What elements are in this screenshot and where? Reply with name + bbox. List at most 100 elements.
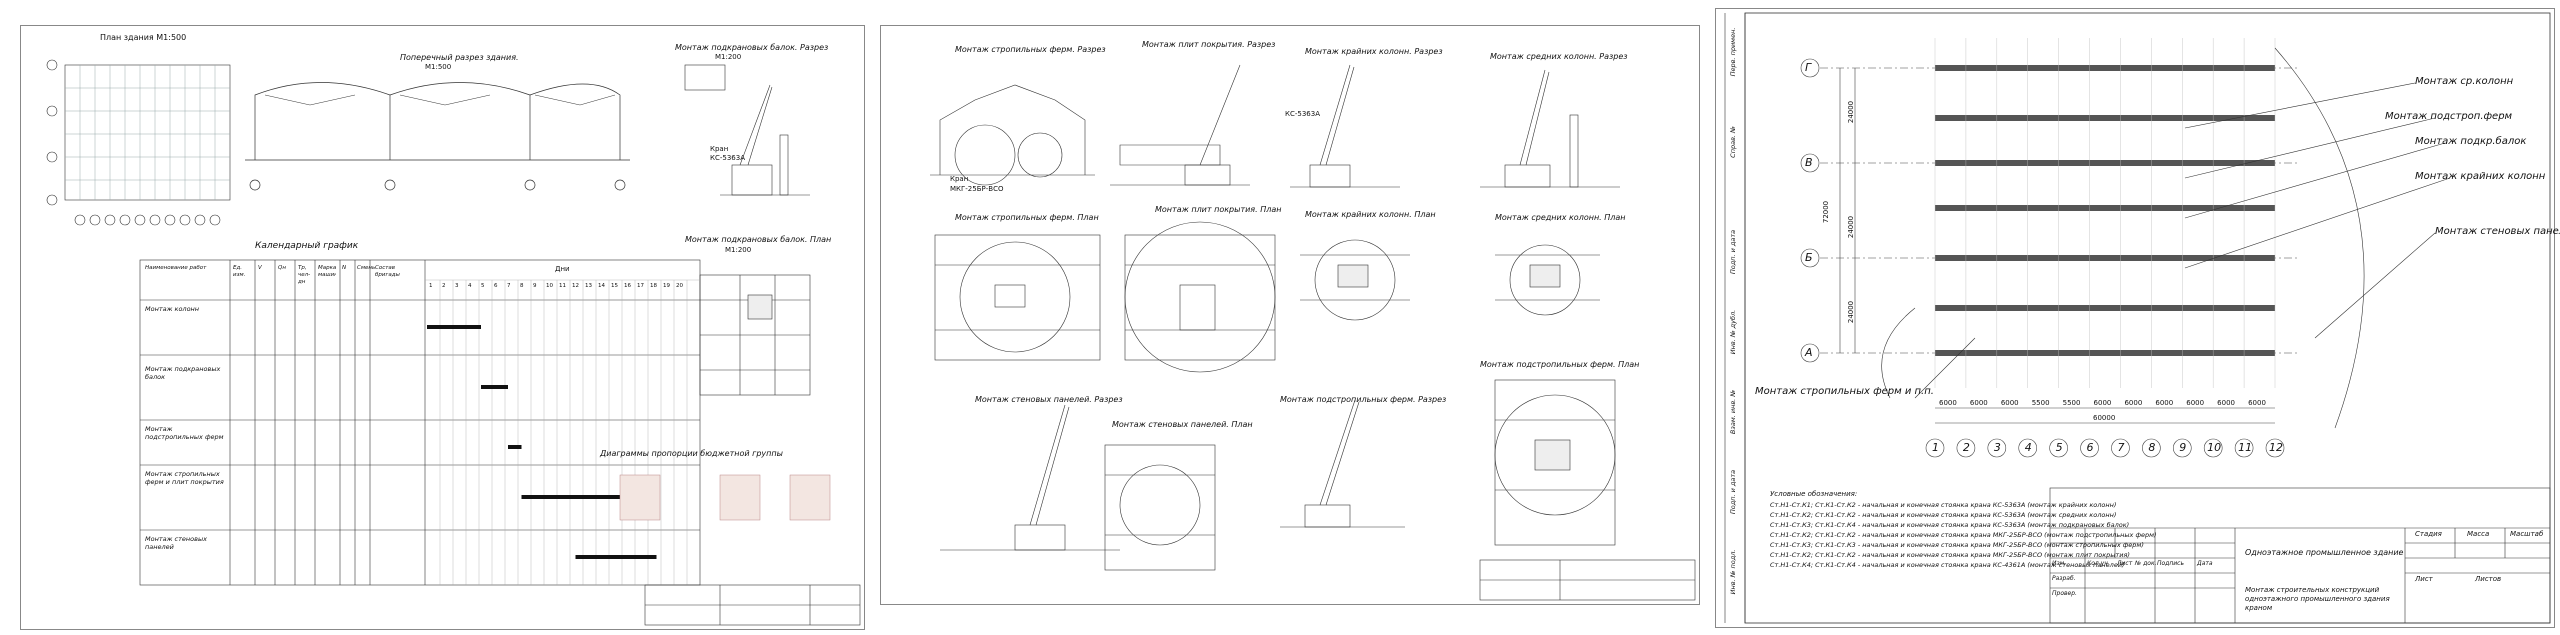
axis-number-bubble: 11 [2238,441,2253,454]
calendar-day: 2 [442,283,446,289]
calendar-title: Календарный график [255,241,359,251]
legend-line: Ст.Н1-Ст.К3; Ст.К1-Ст.К4 - начальная и к… [1770,521,2130,529]
legend-lines: Ст.Н1-Ст.К1; Ст.К1-Ст.К2 - начальная и к… [1770,500,2157,570]
legend-line: Ст.Н1-Ст.К1; Ст.К1-Ст.К2 - начальная и к… [1770,501,2117,509]
calendar-day: 15 [611,283,618,289]
axis-number-bubble: 6 [2086,441,2094,454]
legend-line: Ст.Н1-Ст.К2; Ст.К1-Ст.К2 - начальная и к… [1770,531,2157,539]
sheet-1: План здания М1:500 Поперечный разрез зда… [20,25,865,630]
side-strip-label: Инв. № подл. [1729,549,1737,595]
beam-section-scale: М1:200 [715,53,742,61]
mid-col-section-title: Монтаж средних колонн. Разрез [1490,52,1628,61]
calendar-days-label: Дни [555,265,570,273]
calendar-header-cell: Состав бригады [375,265,400,278]
wall-section [940,404,1120,551]
crane-model: КС-5363А [710,154,745,162]
axis-number-bubble: 10 [2207,441,2222,454]
tb-role-label: Провер. [2052,590,2077,597]
section-scale: М1:500 [425,63,452,71]
side-strip-label: Справ. № [1729,126,1737,158]
callout-label: Монтаж подкр.балок [2415,136,2527,147]
axis-number-bubble: 9 [2179,441,2187,454]
crane-model-2a: МКГ-25БР-ВСО [950,185,1004,193]
calendar-header-cell: Ед. изм. [233,265,246,278]
column-spacing-dim: 5500 [2062,399,2081,407]
side-strip-label: Подп. и дата [1729,469,1737,515]
truss-plan-title: Монтаж стропильных ферм. План [955,213,1099,222]
truss-section-title: Монтаж стропильных ферм. Разрез [955,45,1106,54]
budget-diagrams [619,474,831,521]
sheet-3-drawing [1715,8,2555,628]
axis-letter-bubble: А [1805,346,1813,359]
callout-label: Монтаж крайних колонн [2415,171,2546,182]
calendar-day: 6 [494,283,498,289]
column-spacing-dim: 6000 [2000,399,2019,407]
calendar-header-cell: Тр, чел-дн [298,265,311,285]
axis-letter-bubble: Г [1805,61,1812,74]
calendar-header-cell: Марка машины [318,265,336,278]
callout-label: Монтаж ср.колонн [2415,76,2514,87]
column-spacing-dim: 6000 [1969,399,1988,407]
slab-section-title: Монтаж плит покрытия. Разрез [1142,40,1276,49]
column-spacing-dim: 6000 [2093,399,2112,407]
calendar-bar [521,495,643,499]
column-spacing-dim: 6000 [2155,399,2174,407]
side-strip-label: Подп. и дата [1729,229,1737,275]
calendar-row-name: Монтаж подкрановых балок [145,365,221,381]
edge-column-section [1290,64,1400,188]
axis-number-bubble: 8 [2148,441,2156,454]
sheet-1-drawing [20,25,865,630]
tb-scale: Масштаб [2510,530,2544,538]
crane-label-2: Кран [950,175,969,183]
calendar-day: 19 [663,283,670,289]
calendar-bars [427,325,657,559]
column-spacing-dim: 6000 [2186,399,2205,407]
calendar-day: 7 [507,283,511,289]
column-spacing-dim: 6000 [1939,399,1957,407]
calendar-header-cell: N [342,265,347,271]
calendar-header-cell: V [258,265,262,271]
tb-column-label: Дата [2197,560,2213,567]
crane-label: Кран [710,145,729,153]
subtruss-section-title: Монтаж подстропильных ферм. Разрез [1280,395,1447,404]
tb-column-label: Подпись [2157,560,2184,567]
sheet-2-drawing [880,25,1700,605]
mid-column-plan [1495,244,1600,316]
beam-plan [699,274,811,396]
side-strip-label: Перв. примен. [1729,27,1737,77]
callout-label: Монтаж стропильных ферм и п.п. [1755,386,1934,397]
calendar-day: 12 [572,283,579,289]
calendar-day: 10 [546,283,553,289]
legend-line: Ст.Н1-Ст.К3; Ст.К1-Ст.К3 - начальная и к… [1770,541,2144,549]
vertical-dim: 24000 [1847,100,1856,124]
column-spacing-dim: 6000 [2124,399,2143,407]
calendar-day: 4 [468,283,472,289]
axis-number-bubble: 1 [1932,441,1939,454]
axis-number-bubble: 4 [2024,441,2032,454]
tb-column-label: № док. [2135,560,2157,567]
calendar-bar [481,385,508,389]
calendar-row-name: Монтаж колонн [145,305,200,313]
calendar-day: 5 [481,283,485,289]
beam-plan-title: Монтаж подкрановых балок. План [685,235,832,244]
column-spacing-dim: 6000 [2248,399,2266,407]
beam-section-title: Монтаж подкрановых балок. Разрез [675,43,829,52]
calendar-row-name: Монтаж стропильных ферм и плит покрытия [145,470,224,486]
wall-plan-title: Монтаж стеновых панелей. План [1112,420,1253,429]
axis-number-bubble: 12 [2269,441,2283,454]
side-strip-label: Взам. инв. № [1729,389,1737,435]
slab-section [1110,64,1250,186]
calendar-header-cell: Смены [357,265,375,271]
sheet-2-title-block [1479,559,1696,601]
tb-sheets: Листов [2475,575,2502,583]
callout-label: Монтаж подстроп.ферм [2385,111,2513,122]
site-plan [1800,38,2451,458]
tb-mass: Масса [2467,530,2490,538]
mid-column-section [1480,69,1620,188]
calendar-day: 16 [624,283,631,289]
tb-drawing: Монтаж строительных конструкций одноэтаж… [2245,586,2390,612]
edge-col-plan-title: Монтаж крайних колонн. План [1305,210,1436,219]
legend-line: Ст.Н1-Ст.К2; Ст.К1-Ст.К2 - начальная и к… [1770,511,2117,519]
calendar-day: 8 [520,283,524,289]
